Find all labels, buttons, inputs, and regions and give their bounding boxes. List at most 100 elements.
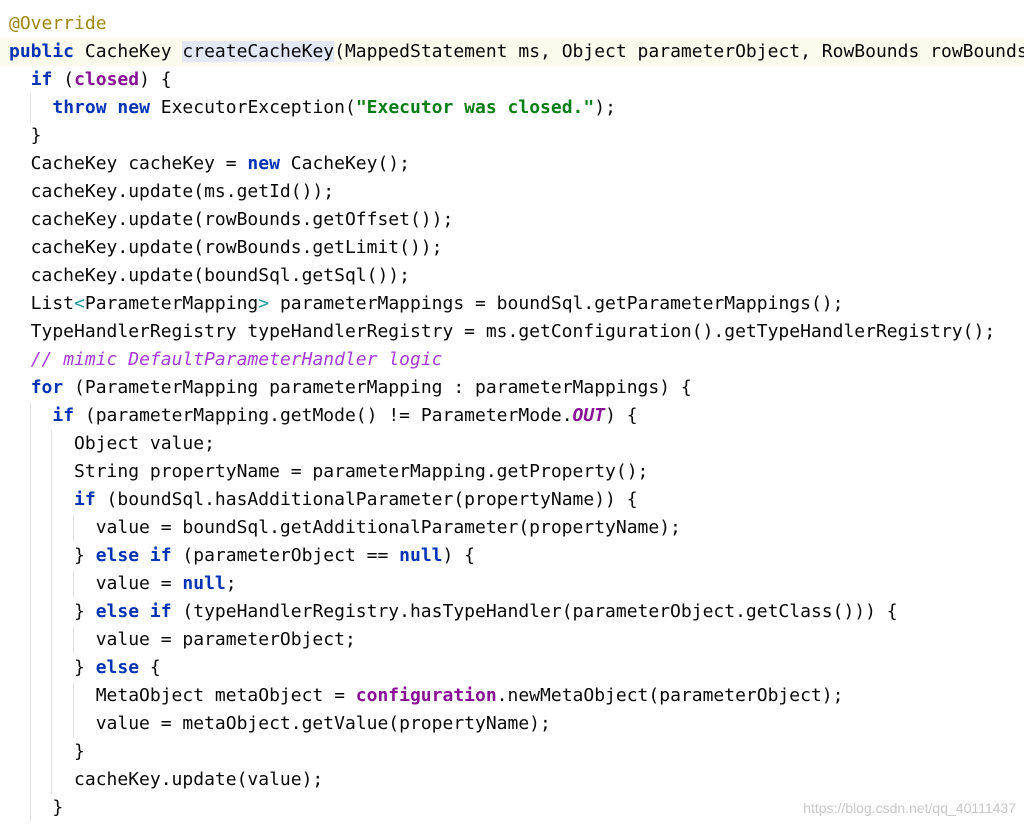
code-token: ); <box>594 97 616 118</box>
code-token: (boundSql.hasAdditionalParameter(propert… <box>95 489 638 510</box>
code-token <box>9 69 31 90</box>
code-line[interactable]: cacheKey.update(rowBounds.getOffset()); <box>0 206 1024 234</box>
code-line[interactable]: throw new ExecutorException("Executor wa… <box>0 94 1024 122</box>
code-token: value = <box>9 573 183 594</box>
code-token: DefaultParameterHandler <box>128 349 378 370</box>
indent-guide <box>29 402 31 822</box>
code-token <box>9 405 52 426</box>
code-token: null <box>399 545 443 566</box>
code-token: value = boundSql.getAdditionalParameter(… <box>9 517 681 538</box>
code-line[interactable]: MetaObject metaObject = configuration.ne… <box>0 682 1024 710</box>
code-token: (parameterMapping.getMode() != Parameter… <box>74 405 573 426</box>
code-token: public <box>9 41 75 62</box>
code-token <box>9 97 52 118</box>
code-line[interactable]: @Override <box>0 10 1024 38</box>
code-token: if <box>30 69 53 90</box>
code-line[interactable]: } <box>0 122 1024 150</box>
code-token <box>107 97 118 118</box>
code-token: .newMetaObject(parameterObject); <box>496 685 844 706</box>
code-token: String propertyName = parameterMapping.g… <box>9 461 649 482</box>
code-token: } <box>9 545 96 566</box>
code-line[interactable]: // mimic DefaultParameterHandler logic <box>0 346 1024 374</box>
code-line[interactable]: Object value; <box>0 430 1024 458</box>
code-line[interactable]: } <box>0 794 1024 822</box>
code-token: parameterMappings = boundSql.getParamete… <box>269 293 844 314</box>
code-token: value = parameterObject; <box>9 629 356 650</box>
indent-guide <box>51 430 53 794</box>
code-line[interactable]: TypeHandlerRegistry typeHandlerRegistry … <box>0 318 1024 346</box>
code-line[interactable]: value = parameterObject; <box>0 626 1024 654</box>
code-line[interactable]: if (boundSql.hasAdditionalParameter(prop… <box>0 486 1024 514</box>
code-line[interactable]: if (closed) { <box>0 66 1024 94</box>
code-token: Object value; <box>9 433 215 454</box>
code-line[interactable]: CacheKey cacheKey = new CacheKey(); <box>0 150 1024 178</box>
code-token: (parameterObject == <box>171 545 400 566</box>
code-token: logic <box>377 349 443 370</box>
code-token: CacheKey(); <box>279 153 410 174</box>
code-line[interactable]: } <box>0 738 1024 766</box>
code-token: ; <box>225 573 237 594</box>
code-token: for <box>30 377 64 398</box>
code-token: } <box>9 657 96 678</box>
code-token: } <box>9 601 96 622</box>
code-token: null <box>182 573 226 594</box>
code-token: "Executor was closed." <box>355 97 595 118</box>
code-token <box>9 377 31 398</box>
code-token: } <box>9 125 42 146</box>
code-token: (MappedStatement ms, Object parameterObj… <box>334 41 1024 62</box>
code-line[interactable]: String propertyName = parameterMapping.g… <box>0 458 1024 486</box>
code-line[interactable]: } else if (parameterObject == null) { <box>0 542 1024 570</box>
code-line[interactable]: cacheKey.update(rowBounds.getLimit()); <box>0 234 1024 262</box>
code-token: cacheKey.update(boundSql.getSql()); <box>9 265 410 286</box>
code-token: ) { <box>139 69 172 90</box>
indent-guide <box>73 514 75 542</box>
code-line[interactable]: } else { <box>0 654 1024 682</box>
code-token: > <box>258 293 270 314</box>
code-token: throw <box>52 97 107 118</box>
code-line[interactable]: value = null; <box>0 570 1024 598</box>
code-token: cacheKey.update(ms.getId()); <box>9 181 335 202</box>
code-token: else if <box>95 601 172 622</box>
code-token: List <box>9 293 75 314</box>
code-token: ( <box>52 69 75 90</box>
code-token: } <box>9 741 85 762</box>
code-token: OUT <box>572 405 606 426</box>
code-token: new <box>117 97 150 118</box>
code-line[interactable]: cacheKey.update(value); <box>0 766 1024 794</box>
code-token: value = metaObject.getValue(propertyName… <box>9 713 551 734</box>
code-token: cacheKey.update(rowBounds.getOffset()); <box>9 209 454 230</box>
code-line[interactable]: if (parameterMapping.getMode() != Parame… <box>0 402 1024 430</box>
code-line[interactable]: List<ParameterMapping> parameterMappings… <box>0 290 1024 318</box>
code-line[interactable]: for (ParameterMapping parameterMapping :… <box>0 374 1024 402</box>
code-line[interactable]: } else if (typeHandlerRegistry.hasTypeHa… <box>0 598 1024 626</box>
code-token: // mimic <box>30 349 129 370</box>
code-token: if <box>52 405 75 426</box>
code-line[interactable]: cacheKey.update(boundSql.getSql()); <box>0 262 1024 290</box>
code-token <box>9 489 74 510</box>
code-token: (ParameterMapping parameterMapping : par… <box>63 377 692 398</box>
code-line[interactable]: value = boundSql.getAdditionalParameter(… <box>0 514 1024 542</box>
code-token: ExecutorException( <box>149 97 356 118</box>
code-token: } <box>9 797 64 818</box>
code-token: MetaObject metaObject = <box>9 685 356 706</box>
code-line[interactable]: cacheKey.update(ms.getId()); <box>0 178 1024 206</box>
code-token: cacheKey.update(rowBounds.getLimit()); <box>9 237 443 258</box>
code-token: { <box>139 657 161 678</box>
code-token: TypeHandlerRegistry typeHandlerRegistry … <box>9 321 996 342</box>
code-line[interactable]: value = metaObject.getValue(propertyName… <box>0 710 1024 738</box>
code-token: ParameterMapping <box>84 293 259 314</box>
code-token: ) { <box>605 405 638 426</box>
code-token: CacheKey <box>74 41 183 62</box>
indent-guide <box>73 570 75 598</box>
indent-guide <box>73 626 75 654</box>
code-token: < <box>74 293 85 314</box>
watermark: https://blog.csdn.net/qq_40111437 <box>803 800 1016 816</box>
code-token: (typeHandlerRegistry.hasTypeHandler(para… <box>171 601 898 622</box>
code-token: configuration <box>355 685 497 706</box>
indent-guide <box>29 94 31 122</box>
code-token: @Override <box>9 13 107 34</box>
code-token: ) { <box>442 545 476 566</box>
code-token: else if <box>95 545 172 566</box>
code-line[interactable]: public CacheKey createCacheKey(MappedSta… <box>0 38 1024 66</box>
